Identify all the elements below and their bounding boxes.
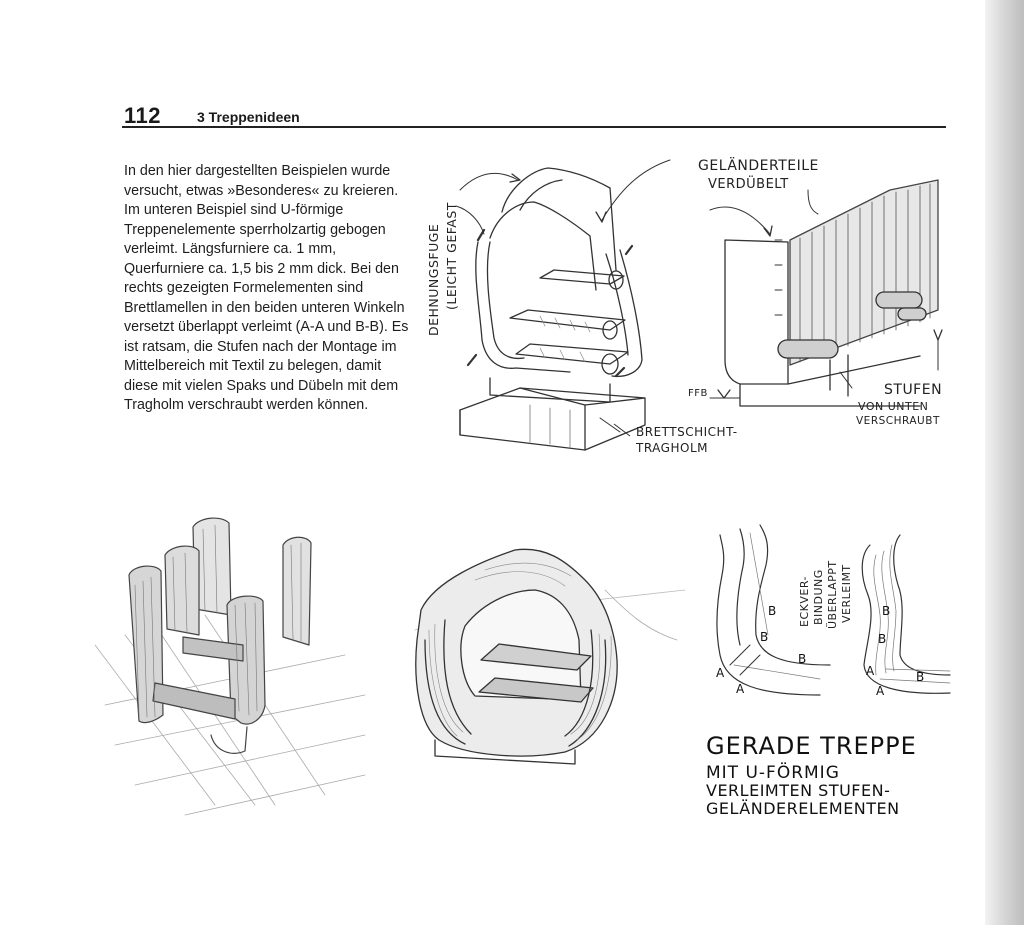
label-eckverbindung-1: Eckver- [798,576,811,627]
label-gelaender-2: verdübelt [708,175,789,192]
label-a-left-1: A [716,666,725,680]
label-b-left-1: B [768,604,776,618]
label-a-right-1: A [866,664,875,678]
label-brettschicht: Brettschicht- [636,425,738,439]
caption-line-4: Geländerelementen [706,799,900,818]
chapter-title: 3 Treppenideen [197,109,300,125]
label-eckverbindung-4: verleimt [840,564,853,623]
page-edge-shadow [985,0,1024,925]
label-eckverbindung-3: überlappt [826,560,839,629]
sketch-u-stair-element: Dehnungsfuge (leicht gefast [426,159,671,451]
sketch-bent-plywood-stair [414,548,686,765]
body-paragraph: In den hier dargestellten Beispielen wur… [124,163,409,413]
page-header: 112 3 Treppenideen [122,101,950,129]
header-rule [122,126,946,128]
label-eckverbindung-2: bindung [812,569,825,625]
label-ffb: FFB [688,388,708,399]
sketch-corner-joint-detail: B B B A A B B B A A Eckver- bindung über… [716,524,951,698]
label-brettschicht-block: Brettschicht- Tragholm [613,423,738,455]
label-leicht-gefast: (leicht gefast [444,202,459,310]
sketch-railing-detail: Geländerteile verdübelt FFB Stufen von u… [688,156,943,427]
label-b-left-2: B [760,630,768,644]
caption-line-1: Gerade Treppe [706,732,917,760]
sketch-u-elements-floor [95,517,366,816]
label-b-right-3: B [916,670,924,684]
label-gelaender-1: Geländerteile [698,156,819,174]
label-a-right-2: A [876,684,885,698]
caption-line-3: verleimten Stufen- [706,781,890,800]
label-b-right-1: B [882,604,890,618]
caption-block: Gerade Treppe mit U-förmig verleimten St… [706,732,917,818]
label-stufen-3: verschraubt [856,415,940,427]
label-stufen-2: von unten [858,400,928,413]
page-number: 112 [124,103,161,128]
label-a-left-2: A [736,682,745,696]
caption-line-2: mit U-förmig [706,761,840,783]
label-b-right-2: B [878,632,886,646]
label-tragholm: Tragholm [635,441,708,455]
label-dehnungsfuge: Dehnungsfuge [426,224,441,336]
label-stufen-1: Stufen [884,382,942,398]
label-b-left-3: B [798,652,806,666]
